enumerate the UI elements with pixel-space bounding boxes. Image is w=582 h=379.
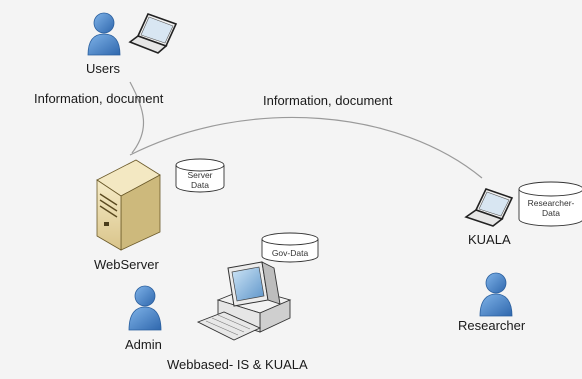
server-data-store (175, 158, 225, 193)
gov-data-label: Gov-Data (271, 248, 309, 258)
researcher-label: Researcher (458, 318, 526, 333)
admin-person-icon (128, 285, 162, 331)
server-data-line2: Data (191, 180, 209, 190)
edge-label-server-kuala: Information, document (263, 93, 393, 108)
researcher-data-store (518, 181, 582, 227)
webserver-label: WebServer (94, 257, 159, 272)
researcher-data-label: Researcher- Data (519, 198, 582, 218)
kuala-laptop-icon (464, 188, 514, 227)
admin-label: Admin (125, 337, 162, 352)
edge-label-users-server: Information, document (34, 91, 164, 106)
webserver-icon (96, 159, 161, 251)
gov-data-store (261, 232, 319, 263)
kuala-label: KUALA (468, 232, 511, 247)
researcher-data-line2: Data (542, 208, 560, 218)
server-data-label: Server Data (176, 170, 224, 190)
webbased-label: Webbased- IS & KUALA (167, 357, 308, 372)
users-person-icon (87, 12, 121, 56)
users-label: Users (86, 61, 120, 76)
users-server-connector (129, 81, 144, 154)
researcher-data-line1: Researcher- (527, 198, 575, 208)
workstation-icon (196, 261, 292, 341)
server-kuala-connector (129, 116, 483, 179)
server-data-line1: Server (187, 170, 213, 180)
researcher-person-icon (479, 272, 513, 317)
users-laptop-icon (128, 12, 178, 54)
